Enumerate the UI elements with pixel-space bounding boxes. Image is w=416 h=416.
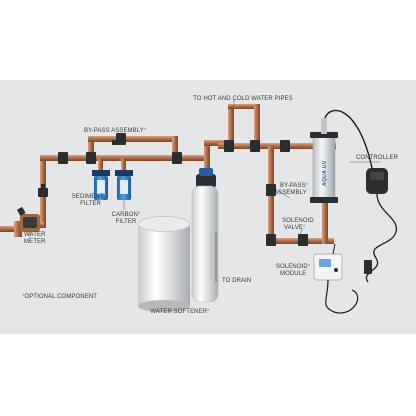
uv-brand-text: AQUA UV — [322, 160, 328, 186]
label-carbon-filter: CARBON*FILTER — [112, 212, 141, 225]
label-sediment-filter: SEDIMENT*FILTER — [72, 194, 107, 207]
water-meter-icon — [16, 206, 40, 232]
gate-valve-icon — [38, 133, 308, 246]
leader-lines — [29, 100, 380, 238]
sediment-filter — [92, 170, 110, 200]
solenoid-module-icon — [313, 253, 343, 281]
uv-power-cable — [324, 109, 373, 169]
label-solenoid-module: SOLENOID*MODULE — [276, 264, 311, 277]
label-to-drain: TO DRAIN — [222, 278, 251, 284]
softener-resin-tank — [191, 168, 219, 303]
module-cable — [325, 279, 359, 314]
label-optional-component: *OPTIONAL COMPONENT — [22, 294, 97, 300]
softener-brine-tank — [137, 216, 191, 312]
valve-wire — [332, 243, 336, 255]
label-hot-cold-pipes: TO HOT AND COLD WATER PIPES — [193, 96, 293, 102]
carbon-filter — [115, 170, 133, 200]
label-controller: CONTROLLER — [356, 155, 399, 161]
controller-icon — [366, 168, 388, 194]
power-plug — [364, 260, 372, 274]
label-bypass-right: BY-PASS*ASSEMBLY — [274, 183, 309, 196]
label-water-softener: WATER SOFTENER* — [150, 309, 210, 315]
uv-sterilizer-icon: AQUA UV — [310, 118, 338, 203]
label-bypass-top: BY-PASS ASSEMBLY* — [84, 128, 147, 134]
